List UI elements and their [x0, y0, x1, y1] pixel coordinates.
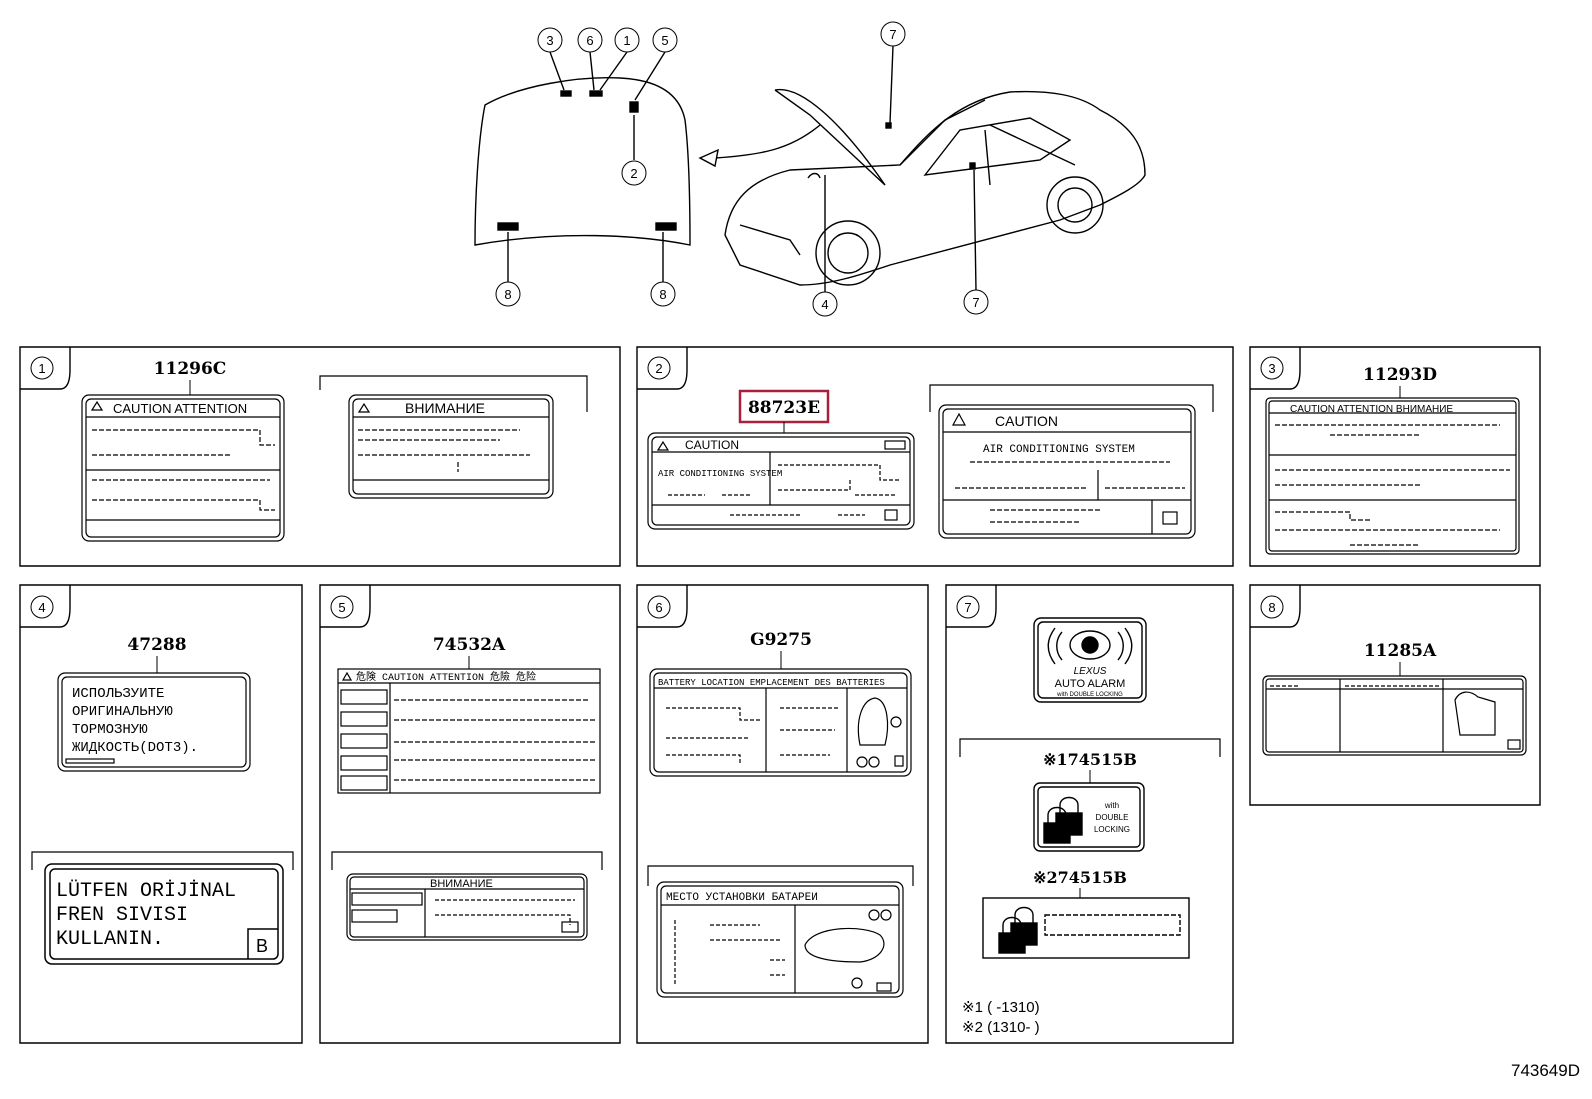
- callout-3: 3: [537, 27, 563, 53]
- svg-text:CAUTION: CAUTION: [685, 438, 739, 452]
- svg-text:AIR CONDITIONING SYSTEM: AIR CONDITIONING SYSTEM: [658, 469, 782, 479]
- svg-text:1: 1: [38, 361, 45, 376]
- direction-arrow: [714, 124, 821, 159]
- svg-text:3: 3: [546, 33, 553, 48]
- svg-text:LÜTFEN ORİJİNAL: LÜTFEN ORİJİNAL: [56, 879, 236, 903]
- svg-text:※274515B: ※274515B: [1033, 868, 1127, 887]
- part-number: 11285A: [1364, 641, 1437, 661]
- svg-text:ОРИГИНАЛЬНУЮ: ОРИГИНАЛЬНУЮ: [72, 704, 173, 720]
- svg-text:CAUTION ATTENTION ВНИМАНИЕ: CAUTION ATTENTION ВНИМАНИЕ: [1290, 404, 1453, 415]
- lock-label-2: [982, 897, 1190, 959]
- panel-6: G9275 BATTERY LOCATION EMPLACEMENT DES B…: [647, 630, 914, 998]
- svg-text:※1 ( -1310): ※1 ( -1310): [962, 999, 1040, 1016]
- panel-7: LEXUS AUTO ALARM with DOUBLE LOCKING ※17…: [959, 617, 1221, 1036]
- svg-text:CAUTION ATTENTION: CAUTION ATTENTION: [113, 401, 247, 416]
- svg-text:5: 5: [661, 33, 668, 48]
- svg-text:B: B: [256, 936, 268, 956]
- svg-text:6: 6: [586, 33, 593, 48]
- callout-7a: 7: [880, 21, 906, 47]
- callout-7b: 7: [963, 289, 989, 315]
- svg-text:ЖИДКОСТЬ(DOT3).: ЖИДКОСТЬ(DOT3).: [72, 740, 198, 756]
- svg-text:ИСПОЛЬЗУИТЕ: ИСПОЛЬЗУИТЕ: [72, 686, 164, 702]
- panel-4: 47288 ИСПОЛЬЗУИТЕ ОРИГИНАЛЬНУЮ ТОРМОЗНУЮ…: [31, 635, 294, 965]
- svg-text:BATTERY LOCATION EMPLACEMENT: BATTERY LOCATION EMPLACEMENT DES BATTERI…: [658, 678, 885, 688]
- svg-text:1: 1: [623, 33, 630, 48]
- panel-8: 11285A: [1262, 641, 1527, 756]
- svg-text:LEXUS: LEXUS: [1074, 666, 1107, 677]
- callout-6: 6: [577, 27, 603, 53]
- part-number: 47288: [127, 635, 186, 655]
- svg-text:KULLANIN.: KULLANIN.: [56, 928, 164, 951]
- svg-text:7: 7: [972, 295, 979, 310]
- panel-2: 88723E CAUTION AIR CONDITIONING SYSTEM: [647, 384, 1214, 539]
- double-locking-label: [1033, 782, 1145, 852]
- svg-text:8: 8: [504, 287, 511, 302]
- svg-text:6: 6: [655, 600, 662, 615]
- svg-text:8: 8: [1268, 600, 1275, 615]
- callout-4: 4: [812, 291, 838, 317]
- svg-text:2: 2: [630, 166, 637, 181]
- drawing-number: 743649D: [1511, 1061, 1580, 1080]
- svg-text:8: 8: [659, 287, 666, 302]
- svg-text:4: 4: [821, 297, 828, 312]
- svg-text:with DOUBLE LOCKING: with DOUBLE LOCKING: [1056, 692, 1123, 698]
- callout-8b: 8: [650, 281, 676, 307]
- panel-3: 11293D CAUTION ATTENTION ВНИМАНИЕ: [1265, 365, 1520, 555]
- svg-text:7: 7: [889, 27, 896, 42]
- panel-5: 74532A 危険 CAUTION ATTENTION 危險 危险: [331, 635, 603, 941]
- svg-text:МЕСТО УСТАНОВКИ БАТАРЕИ: МЕСТО УСТАНОВКИ БАТАРЕИ: [666, 892, 818, 904]
- auto-alarm-label: [1033, 617, 1147, 703]
- hood-illustration: [474, 51, 691, 282]
- svg-text:危険 CAUTION ATTENTION 危險 危险: 危険 CAUTION ATTENTION 危險 危险: [356, 670, 536, 684]
- callout-2: 2: [621, 160, 647, 186]
- part-number: 88723E: [748, 398, 820, 418]
- svg-text:4: 4: [38, 600, 45, 615]
- svg-text:3: 3: [1268, 361, 1275, 376]
- svg-text:※174515B: ※174515B: [1043, 750, 1137, 769]
- svg-text:DOUBLE: DOUBLE: [1096, 813, 1129, 822]
- callout-1: 1: [614, 27, 640, 53]
- svg-text:7: 7: [964, 600, 971, 615]
- overview-callouts: 3 6 1 5 2 8 8 7 4 7: [495, 21, 989, 317]
- car-illustration: [724, 45, 1146, 292]
- svg-text:5: 5: [338, 600, 345, 615]
- svg-text:ВНИМАНИЕ: ВНИМАНИЕ: [405, 400, 485, 416]
- panel-numbers: 1 2 3 4 5 6 7 8: [30, 356, 1284, 619]
- svg-text:AIR CONDITIONING SYSTEM: AIR CONDITIONING SYSTEM: [983, 444, 1135, 456]
- part-number: G9275: [750, 630, 812, 650]
- svg-text:with: with: [1104, 801, 1119, 810]
- svg-text:LOCKING: LOCKING: [1094, 825, 1130, 834]
- svg-text:FREN SIVISI: FREN SIVISI: [56, 904, 188, 927]
- svg-text:CAUTION: CAUTION: [995, 413, 1058, 429]
- callout-8a: 8: [495, 281, 521, 307]
- svg-text:※2 (1310- ): ※2 (1310- ): [962, 1019, 1040, 1036]
- svg-text:ВНИМАНИЕ: ВНИМАНИЕ: [430, 878, 493, 890]
- svg-text:ТОРМОЗНУЮ: ТОРМОЗНУЮ: [72, 722, 148, 738]
- svg-text:AUTO ALARM: AUTO ALARM: [1055, 678, 1126, 690]
- panel-frames: [19, 346, 1541, 1044]
- svg-text:2: 2: [655, 361, 662, 376]
- callout-5: 5: [652, 27, 678, 53]
- part-number: 74532A: [433, 635, 506, 655]
- part-number: 11293D: [1363, 365, 1437, 385]
- panel-1: 11296C CAUTION ATTENTION ВНИМАНИЕ: [81, 359, 588, 542]
- part-number: 11296C: [154, 359, 227, 379]
